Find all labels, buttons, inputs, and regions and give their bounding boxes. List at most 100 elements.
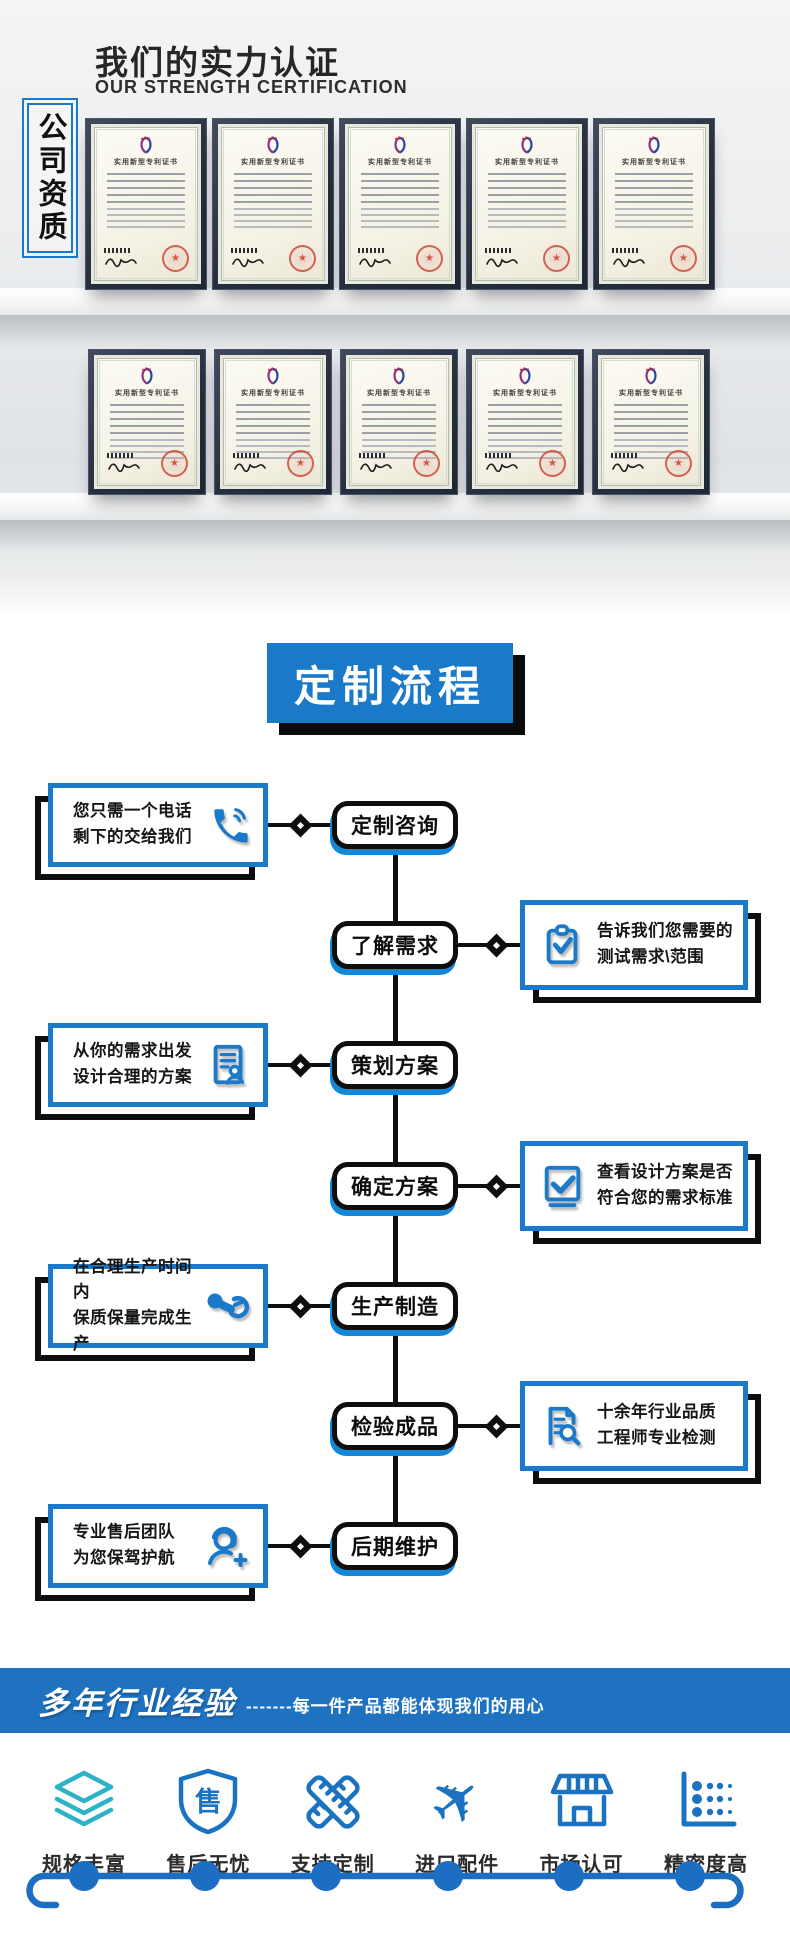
certificate-text-lines (361, 173, 439, 203)
patent-logo-icon (645, 367, 657, 385)
step-callout-2: 告诉我们您需要的测试需求\范围 (520, 900, 761, 1003)
certificate-text-lines (107, 208, 185, 232)
flow-node-7: 后期维护 (332, 1522, 458, 1570)
certificate-mat: 实用新型专利证书 ★ (218, 124, 328, 284)
shield-icon: 售 (172, 1766, 244, 1838)
patent-logo-icon (393, 367, 405, 385)
certificate-text-lines (615, 208, 693, 232)
flow-node-3: 策划方案 (332, 1041, 458, 1089)
certificate-title: 实用新型专利证书 (114, 159, 178, 166)
flow-node-4: 确定方案 (332, 1162, 458, 1210)
official-seal: ★ (416, 245, 443, 272)
official-seal: ★ (162, 245, 189, 272)
certificate-paper: 实用新型专利证书 ★ (602, 127, 706, 281)
storefront-icon (546, 1766, 618, 1838)
certificate: 实用新型专利证书 ★ (214, 349, 332, 495)
certificate-paper: 实用新型专利证书 ★ (601, 358, 701, 486)
signature (485, 254, 519, 273)
connector-diamond-icon (484, 1174, 509, 1199)
certificate-barcode (233, 453, 261, 458)
certificate-title: 实用新型专利证书 (493, 390, 557, 397)
signature (358, 254, 392, 273)
shelf-bottom (0, 493, 790, 554)
certificate: 实用新型专利证书 ★ (340, 349, 458, 495)
certificate: 实用新型专利证书 ★ (593, 118, 715, 290)
step-callout-7: 专业售后团队为您保驾护航 (35, 1504, 268, 1601)
patent-logo-icon (519, 367, 531, 385)
callout-text: 告诉我们您需要的测试需求\范围 (597, 922, 733, 966)
certificate-title: 实用新型专利证书 (367, 390, 431, 397)
step-callout-3: 从你的需求出发设计合理的方案 (35, 1023, 268, 1120)
certificate-mat: 实用新型专利证书 ★ (346, 355, 452, 489)
official-seal: ★ (670, 245, 697, 272)
certificate: 实用新型专利证书 ★ (88, 349, 206, 495)
official-seal: ★ (289, 245, 316, 272)
certificate-mat: 实用新型专利证书 ★ (345, 124, 455, 284)
callout-box: 在合理生产时间内保质保量完成生产 (48, 1258, 268, 1353)
step-callout-1: 您只需一个电话剩下的交给我们 (35, 783, 268, 880)
certificate-mat: 实用新型专利证书 ★ (599, 124, 709, 284)
signature (611, 459, 645, 478)
certificate: 实用新型专利证书 ★ (339, 118, 461, 290)
official-seal: ★ (413, 450, 440, 477)
patent-logo-icon (141, 367, 153, 385)
signature (359, 459, 393, 478)
callout-text: 查看设计方案是否符合您的需求标准 (597, 1163, 733, 1207)
connector-diamond-icon (484, 933, 509, 958)
flow-node-6: 检验成品 (332, 1402, 458, 1450)
inspect-document-icon (548, 1406, 581, 1446)
certificate-text-lines (235, 404, 311, 434)
callout-box: 十余年行业品质工程师专业检测 (520, 1381, 748, 1471)
step-callout-5: 在合理生产时间内保质保量完成生产 (35, 1258, 268, 1361)
experience-subtitle: -------每一件产品都能体现我们的用心 (246, 1697, 545, 1716)
certificate-text-lines (361, 404, 437, 434)
phone-icon (214, 808, 248, 843)
certificate-text-lines (487, 404, 563, 434)
certificate-paper: 实用新型专利证书 ★ (348, 127, 452, 281)
official-seal: ★ (539, 450, 566, 477)
signature (612, 254, 646, 273)
official-seal: ★ (543, 245, 570, 272)
feature-specs: 规格丰富 (26, 1766, 142, 1877)
certificate-text-lines (361, 208, 439, 232)
certificate-barcode (104, 248, 132, 253)
certificate-barcode (359, 453, 387, 458)
airplane-icon: ✈ (415, 1758, 499, 1845)
callout-box: 专业售后团队为您保驾护航 (48, 1504, 268, 1588)
signature (104, 254, 138, 273)
callout-box: 查看设计方案是否符合您的需求标准 (520, 1141, 748, 1231)
connector-diamond-icon (288, 1534, 313, 1559)
signature (233, 459, 267, 478)
shelf-top (0, 288, 790, 349)
certificate-paper: 实用新型专利证书 ★ (97, 358, 197, 486)
company-qualification-label: 公司资质 (22, 98, 78, 258)
certificate-text-lines (488, 208, 566, 232)
certificate-mat: 实用新型专利证书 ★ (94, 355, 200, 489)
step-callout-4: 查看设计方案是否符合您的需求标准 (520, 1141, 761, 1244)
section-subtitle: OUR STRENGTH CERTIFICATION (95, 77, 408, 97)
certificate-mat: 实用新型专利证书 ★ (220, 355, 326, 489)
clipboard-check-icon (546, 924, 578, 965)
certificate-text-lines (234, 208, 312, 232)
plan-document-icon (213, 1044, 245, 1085)
callout-box: 从你的需求出发设计合理的方案 (48, 1023, 268, 1107)
wrench-arm-icon (207, 1293, 250, 1319)
flow-node-5: 生产制造 (332, 1282, 458, 1330)
checkbox-icon (544, 1165, 581, 1208)
certificate-mat: 实用新型专利证书 ★ (91, 124, 201, 284)
process-banner-text: 定制流程 (293, 662, 486, 710)
certificate-barcode (485, 453, 513, 458)
certificate-title: 实用新型专利证书 (495, 159, 559, 166)
patent-logo-icon (140, 136, 152, 154)
layers-icon (48, 1766, 120, 1838)
certificate-title: 实用新型专利证书 (622, 159, 686, 166)
flow-node-1: 定制咨询 (332, 801, 458, 849)
callout-text: 从你的需求出发设计合理的方案 (73, 1042, 192, 1086)
experience-bar: 多年行业经验 -------每一件产品都能体现我们的用心 (0, 1668, 790, 1733)
certificate-text-lines (109, 404, 185, 434)
certificate-paper: 实用新型专利证书 ★ (475, 358, 575, 486)
certificate: 实用新型专利证书 ★ (85, 118, 207, 290)
certificate-text-lines (613, 404, 689, 434)
certificate-text-lines (615, 173, 693, 203)
